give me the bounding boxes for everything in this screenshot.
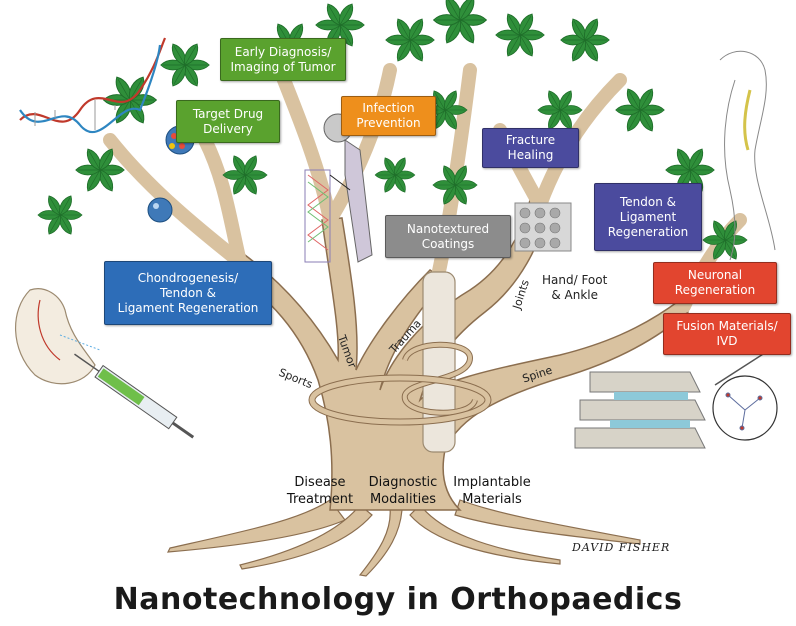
nanostructure-array-icon <box>514 202 572 252</box>
human-figure-icon <box>719 50 776 261</box>
fusion-materials-label: Fusion Materials/ IVD <box>676 319 778 348</box>
knee-joint-icon <box>14 288 101 385</box>
target-drug-delivery-label: Target Drug Delivery <box>192 106 264 136</box>
syringe-icon <box>74 353 195 439</box>
roots <box>166 499 641 577</box>
tendon-ligament-right-box: Tendon & Ligament Regeneration <box>594 183 702 251</box>
spine-vertebrae-icon <box>574 371 706 449</box>
early-diagnosis-box: Early Diagnosis/ Imaging of Tumor <box>220 38 346 81</box>
artist-signature: DAVID FISHER <box>572 541 671 554</box>
bone-rod-icon <box>308 271 492 453</box>
neuronal-regeneration-box: Neuronal Regeneration <box>653 262 777 304</box>
infection-prevention-box: Infection Prevention <box>341 96 436 136</box>
diagram-title: Nanotechnology in Orthopaedics <box>113 582 683 617</box>
neuronal-regeneration-label: Neuronal Regeneration <box>674 268 756 297</box>
fracture-healing-box: Fracture Healing <box>482 128 579 168</box>
diagnostic-modalities-label: Diagnostic Modalities <box>368 475 438 507</box>
nanotextured-coatings-label: Nanotextured Coatings <box>406 221 490 251</box>
target-drug-delivery-box: Target Drug Delivery <box>176 100 280 143</box>
disease-treatment-label: Disease Treatment <box>286 475 354 507</box>
branch-label-hand-foot-ankle: Hand/ Foot & Ankle <box>542 273 608 302</box>
tendon-ligament-right-label: Tendon & Ligament Regeneration <box>607 194 689 239</box>
infection-prevention-label: Infection Prevention <box>356 101 421 130</box>
fusion-materials-box: Fusion Materials/ IVD <box>663 313 791 355</box>
chondrogenesis-box: Chondrogenesis/ Tendon & Ligament Regene… <box>104 261 272 325</box>
chondrogenesis-label: Chondrogenesis/ Tendon & Ligament Regene… <box>117 270 259 315</box>
fracture-healing-label: Fracture Healing <box>505 133 556 162</box>
dna-helix-icon <box>19 37 167 134</box>
molecule-circle-icon <box>712 339 786 441</box>
implantable-materials-label: Implantable Materials <box>453 475 531 507</box>
early-diagnosis-label: Early Diagnosis/ Imaging of Tumor <box>230 44 336 74</box>
nanotextured-coatings-box: Nanotextured Coatings <box>385 215 511 258</box>
